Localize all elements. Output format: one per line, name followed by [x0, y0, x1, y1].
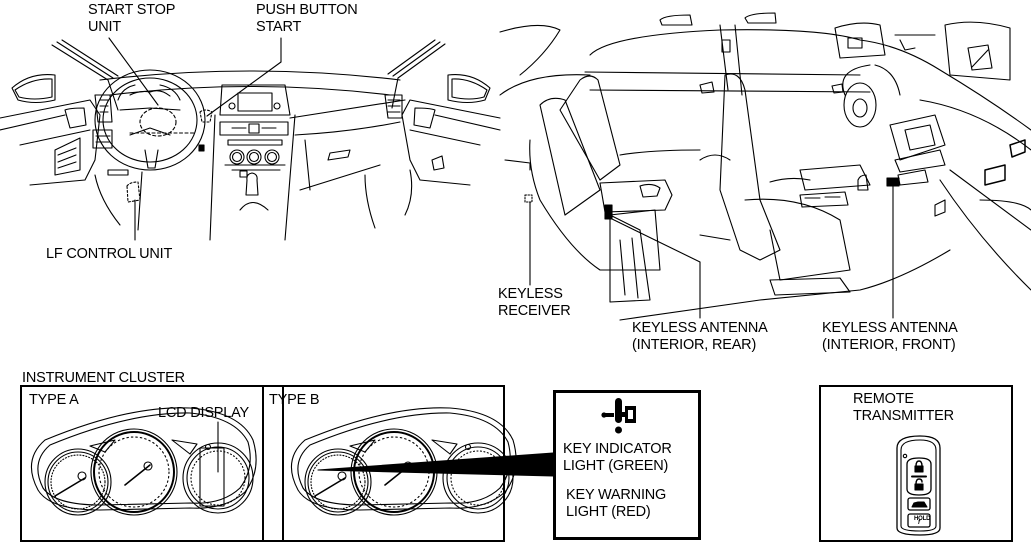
- label-keyless-receiver: KEYLESS RECEIVER: [498, 286, 571, 319]
- key-indicator-callout: [553, 390, 701, 540]
- type-b-label: TYPE B: [269, 392, 320, 408]
- type-a-frame: [20, 385, 284, 542]
- lcd-display: [199, 447, 225, 507]
- key-warning-label: KEY WARNING LIGHT (RED): [566, 487, 667, 520]
- interior-illustration: [499, 12, 1031, 321]
- front-antenna-marker: [886, 177, 900, 187]
- key-warning-icon: [601, 398, 636, 434]
- right-mirror: [447, 73, 491, 104]
- label-start-stop-unit: START STOP UNIT: [88, 2, 176, 35]
- leader-antenna-rear: [609, 217, 701, 263]
- rear-seat: [559, 75, 621, 181]
- label-keyless-antenna-rear: KEYLESS ANTENNA (INTERIOR, REAR): [632, 320, 768, 353]
- sun-visor-right: [944, 21, 1011, 81]
- sun-visor-left: [834, 22, 886, 59]
- center-display: [237, 92, 273, 112]
- hold-button-label: HOLD: [914, 516, 931, 522]
- remote-transmitter-frame: [819, 385, 1013, 542]
- instrument-cluster-title: INSTRUMENT CLUSTER: [22, 370, 185, 386]
- lcd-display-label: LCD DISPLAY: [158, 405, 250, 421]
- rear-armrest: [599, 179, 673, 213]
- key-indicator-label: KEY INDICATOR LIGHT (GREEN): [563, 441, 672, 474]
- hold-button: [907, 513, 931, 528]
- remote-fob: f: [896, 435, 941, 536]
- type-b-frame: [262, 385, 505, 542]
- lock-unlock-button: [906, 457, 932, 496]
- label-push-button-start: PUSH BUTTON START: [256, 2, 358, 35]
- steering-wheel: [94, 69, 206, 171]
- interior-steering-wheel: [843, 82, 877, 128]
- left-mirror: [11, 73, 56, 104]
- rear-antenna-marker: [604, 204, 613, 220]
- leader-start-stop: [108, 37, 159, 106]
- label-lf-control-unit: LF CONTROL UNIT: [46, 246, 173, 262]
- trunk-button: [907, 497, 931, 511]
- dashboard-illustration: [0, 39, 501, 241]
- label-keyless-antenna-front: KEYLESS ANTENNA (INTERIOR, FRONT): [822, 320, 958, 353]
- svg-text:f: f: [918, 520, 921, 526]
- remote-transmitter-title: REMOTE TRANSMITTER: [853, 391, 954, 424]
- glovebox-handle: [327, 149, 351, 161]
- type-a-label: TYPE A: [29, 392, 79, 408]
- gear-shifter: [239, 172, 269, 211]
- cluster-type-a: [30, 407, 257, 516]
- front-seat: [719, 73, 781, 261]
